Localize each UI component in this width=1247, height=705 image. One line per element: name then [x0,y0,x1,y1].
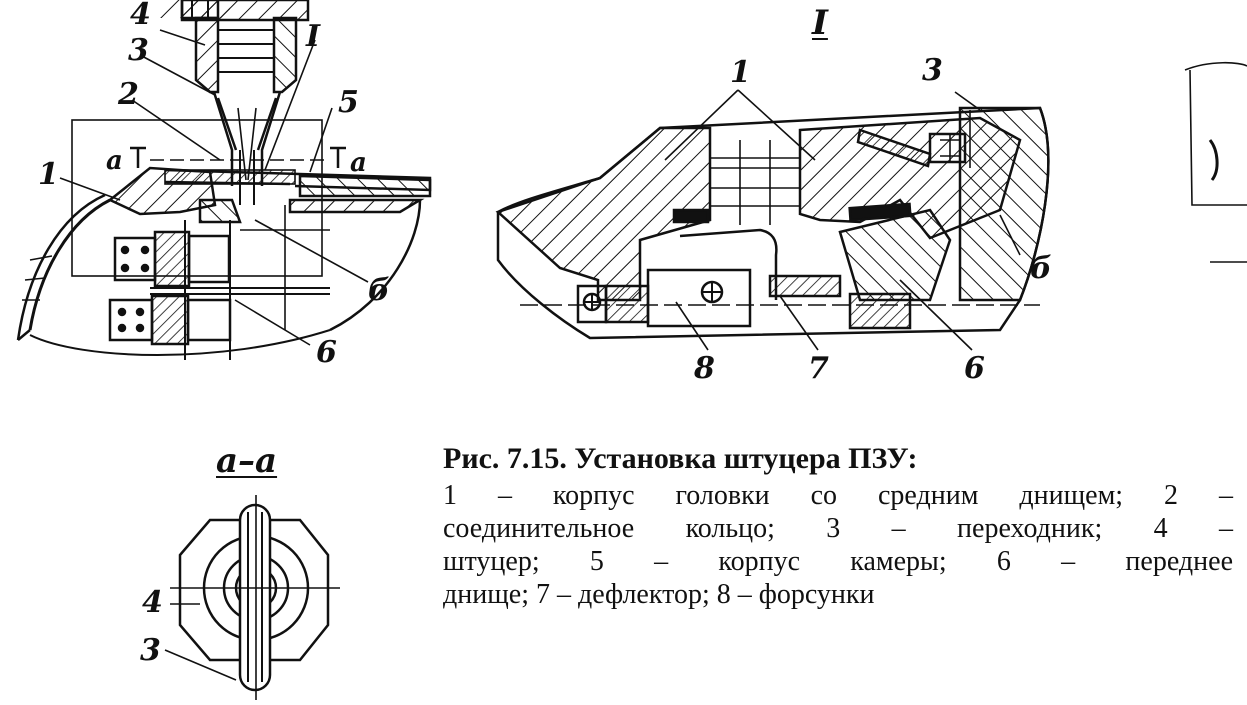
detail-label-part-3: 3 [922,53,943,88]
label-cut-a-left: а [106,146,123,176]
label-part-1: 1 [38,157,59,192]
section-view-title: а–а [216,441,278,481]
label-part-5: 5 [338,85,359,120]
detail-label-part-6: 6 [964,351,985,386]
section-label-part-3: 3 [140,633,161,668]
margin-fragment [1184,61,1247,263]
caption-title: Рис. 7.15. Установка штуцера ПЗУ: [443,442,918,475]
detail-view [495,89,1050,351]
section-view [164,495,340,700]
label-cut-a-right: а [350,148,367,178]
caption-line: днище; 7 – дефлектор; 8 – форсунки [443,579,875,610]
caption-line: 1 – корпус головки со средним днищем; 2 … [443,480,1233,511]
section-label-part-4: 4 [142,585,163,620]
label-part-3: 3 [128,33,149,68]
label-part-4: 4 [130,0,151,32]
label-zone-b: б [368,273,390,308]
figure-caption: Рис. 7.15. Установка штуцера ПЗУ: 1 – ко… [443,442,1233,611]
detail-view-title: I [812,3,828,43]
label-part-2: 2 [118,77,139,112]
detail-label-zone-b: б [1030,251,1052,286]
detail-label-part-1: 1 [730,55,751,90]
label-detail-I: I [306,19,321,54]
main-view [16,0,432,360]
caption-line: штуцер; 5 – корпус камеры; 6 – переднее [443,546,1233,577]
label-part-6: 6 [316,335,337,370]
caption-line: соединительное кольцо; 3 – переходник; 4… [443,513,1233,544]
detail-label-part-7: 7 [808,351,829,386]
detail-label-part-8: 8 [694,351,715,386]
